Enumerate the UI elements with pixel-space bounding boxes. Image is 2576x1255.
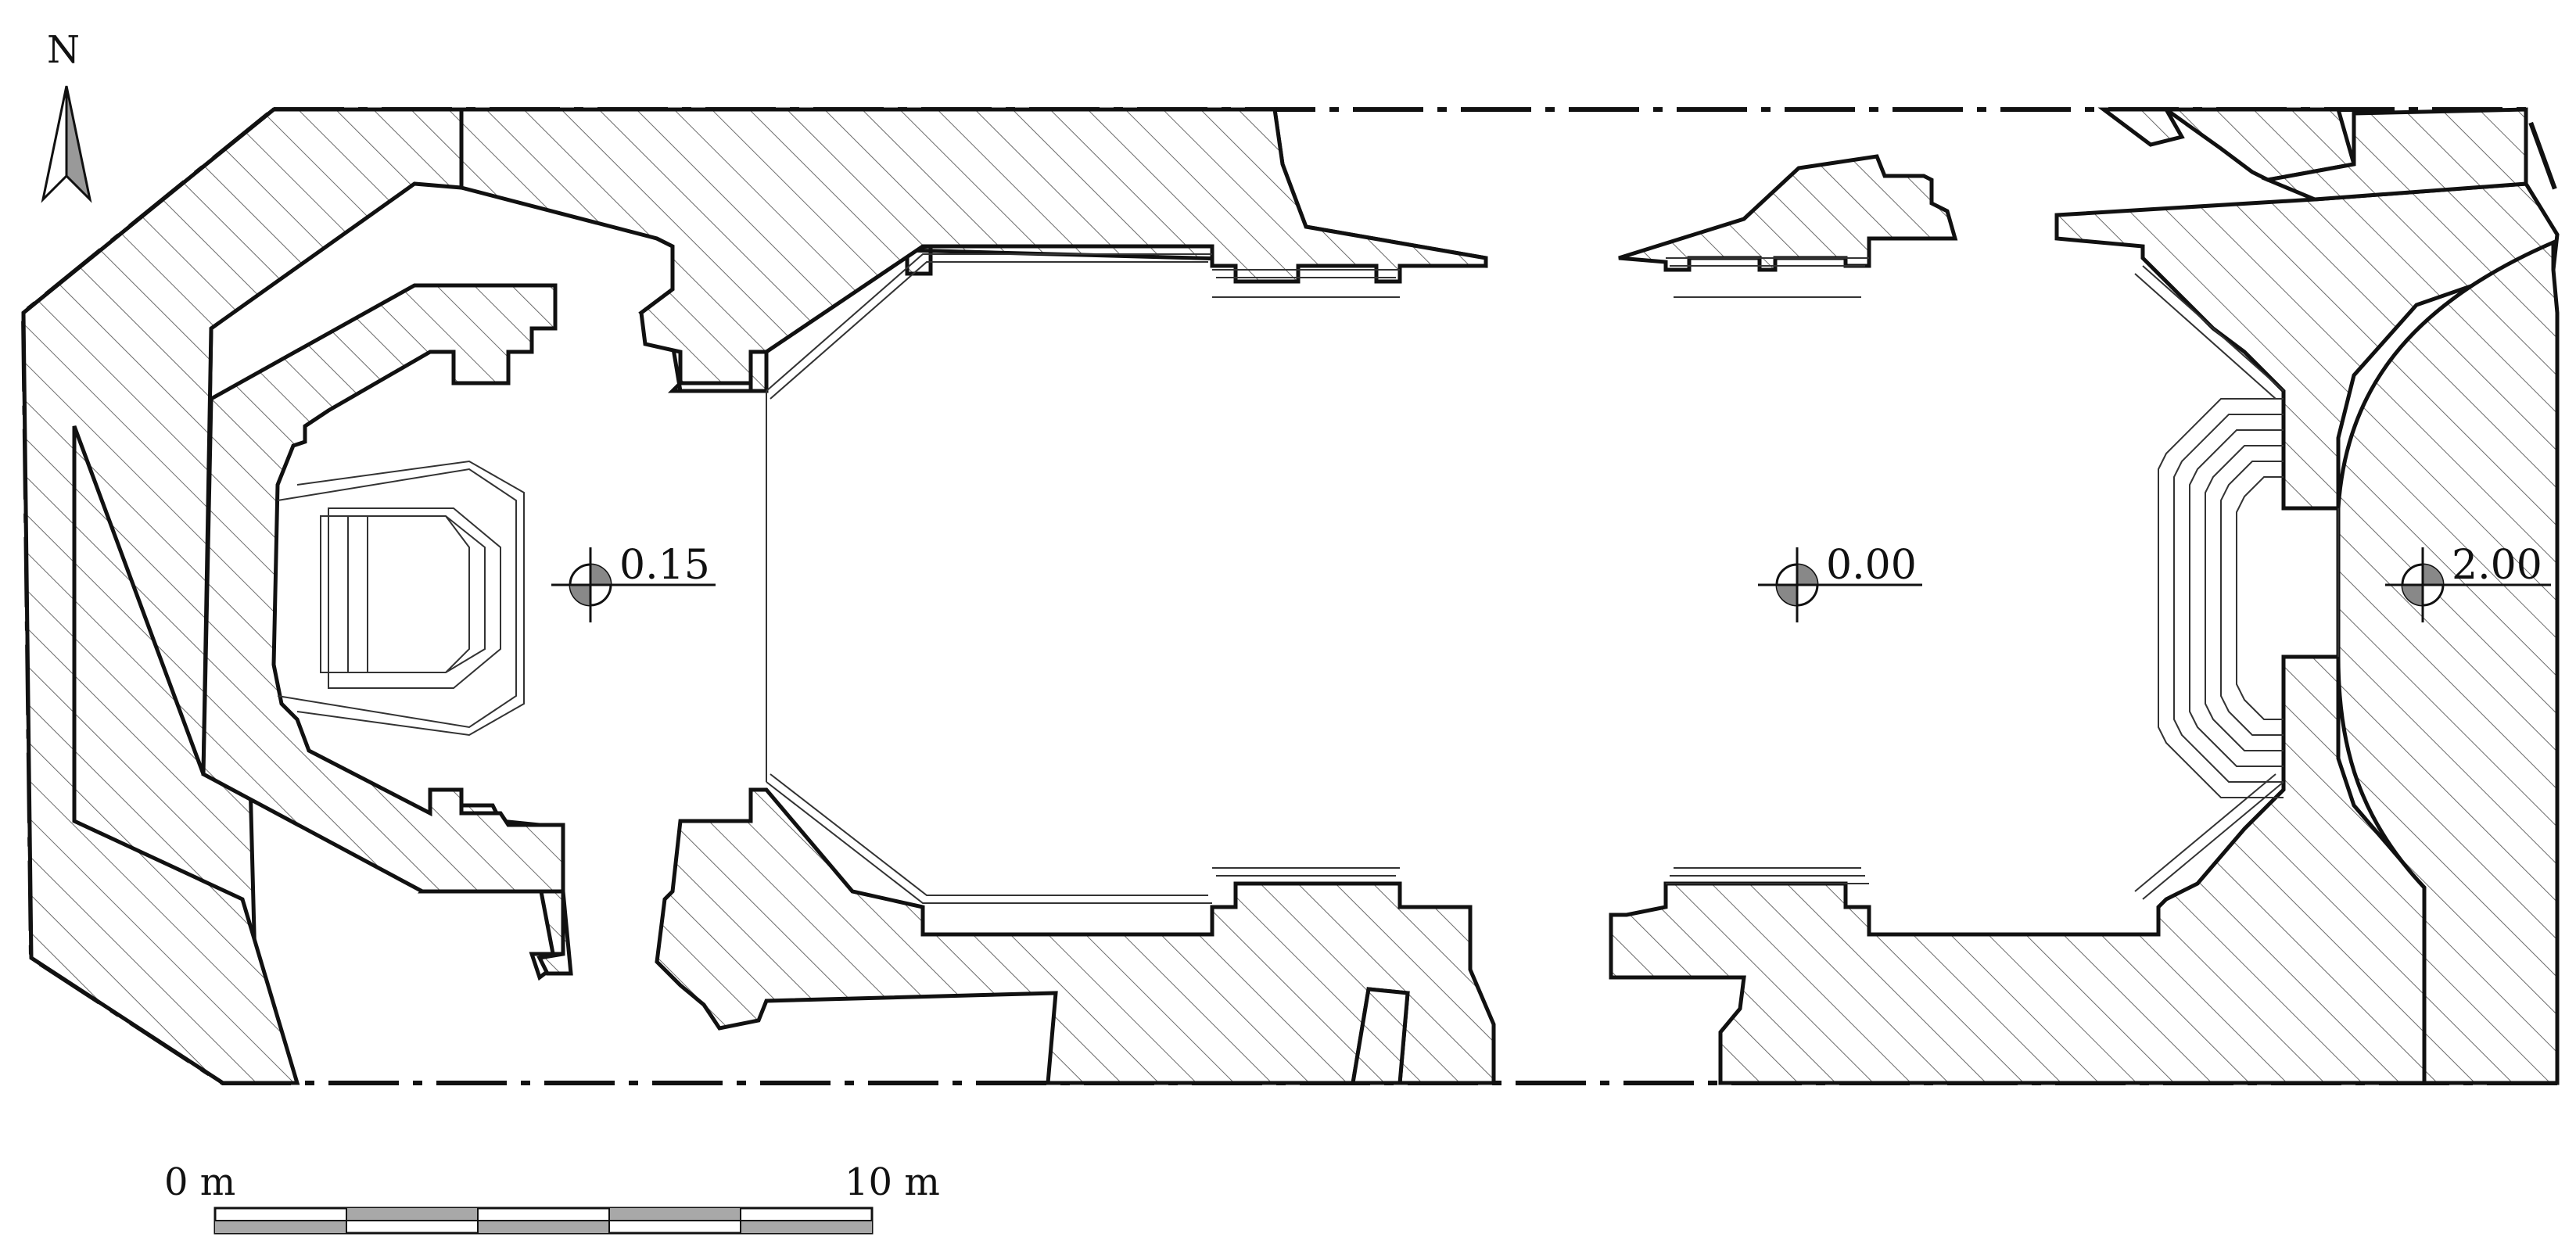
nave-moulding-south [766, 773, 1400, 904]
nave-north-fragment [1618, 154, 1958, 272]
apse-steps-west [277, 460, 525, 737]
south-pillar-fragment [1351, 987, 1410, 1085]
elevation-label-center: 0.00 [1826, 542, 1917, 589]
east-apse-wall [1609, 508, 2427, 1085]
apse-steps-east [2158, 398, 2284, 798]
nave-north-wall [274, 107, 1488, 385]
scale-bar: 0 m 10 m [164, 1160, 940, 1235]
nave-moulding-east [1666, 257, 2284, 900]
north-arrow-icon [41, 85, 68, 203]
inner-apse-wall [21, 107, 464, 1085]
scale-start-label: 0 m [164, 1160, 235, 1204]
scale-segment [215, 1221, 346, 1233]
nave-south-wall [655, 787, 1496, 1085]
scale-segment [478, 1221, 609, 1233]
elevation-marker-east: 2.00 [2385, 542, 2551, 622]
scale-end-label: 10 m [845, 1160, 940, 1204]
elevation-marker-west: 0.15 [551, 542, 716, 622]
elevation-marker-center: 0.00 [1758, 542, 1922, 622]
nave-moulding-north [766, 253, 1400, 400]
scale-segment [609, 1208, 741, 1221]
elevation-label-east: 2.00 [2452, 542, 2542, 589]
ne-fragment-3 [2261, 107, 2528, 202]
apse-recess-wall [201, 283, 573, 976]
north-arrow: N [41, 28, 92, 203]
east-curve-wall [2336, 239, 2560, 1085]
elevation-label-west: 0.15 [619, 542, 710, 589]
scale-segment [741, 1221, 872, 1233]
north-label: N [47, 28, 80, 72]
scale-segment [346, 1208, 478, 1221]
ne-fragment-1 [2097, 107, 2185, 147]
